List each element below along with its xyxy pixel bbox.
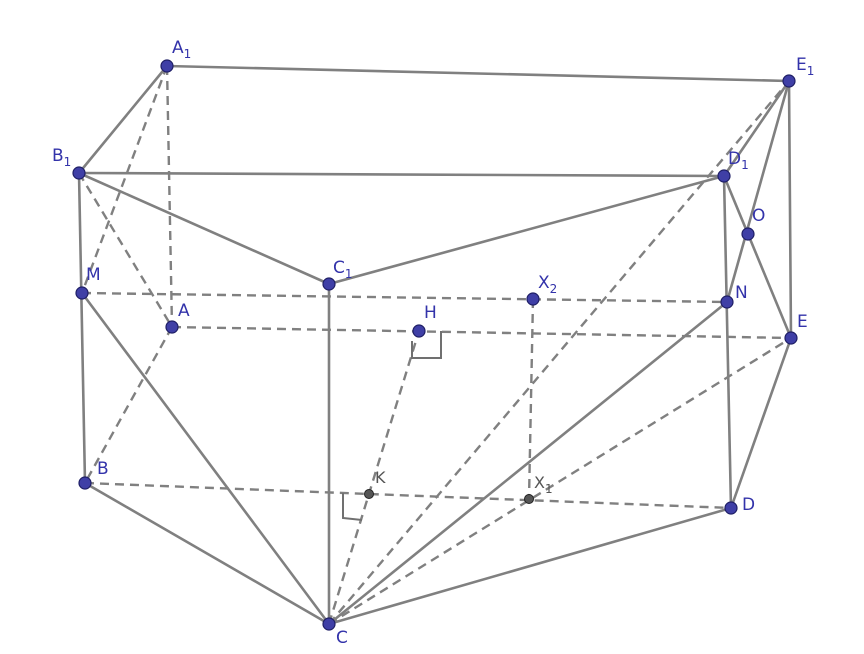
- right-angle-marks: [342, 331, 442, 521]
- edge-A-E: [171, 325, 792, 340]
- label-B1: B1: [52, 146, 71, 169]
- label-E: E: [797, 312, 808, 332]
- edge-A1-E1: [165, 64, 791, 83]
- edge-B1-D1: [77, 171, 726, 178]
- visible-edges: [77, 64, 793, 626]
- label-D1: D1: [728, 149, 749, 172]
- edge-C-E: [328, 336, 792, 626]
- point-K: [364, 489, 374, 499]
- point-D1: [717, 169, 731, 183]
- point-H: [412, 324, 426, 338]
- edge-C-E1: [328, 80, 790, 625]
- point-O: [741, 227, 755, 241]
- point-E: [784, 331, 798, 345]
- edge-B1-C1: [77, 171, 331, 286]
- edge-B-C: [83, 481, 331, 626]
- edge-A1-B1: [77, 64, 169, 175]
- label-C: C: [336, 628, 348, 648]
- edge-M-N: [81, 291, 728, 304]
- edge-X2-X1: [527, 298, 535, 500]
- point-B: [78, 476, 92, 490]
- label-O: O: [752, 206, 765, 226]
- edge-A1-A: [165, 65, 174, 328]
- point-B1: [72, 166, 86, 180]
- label-E1: E1: [796, 55, 814, 78]
- edge-C1-D1: [327, 174, 726, 286]
- point-C1: [322, 277, 336, 291]
- point-E1: [782, 74, 796, 88]
- label-X1: X1: [534, 473, 553, 496]
- label-A1: A1: [172, 38, 191, 61]
- edge-D-E: [729, 336, 793, 510]
- edge-D1-E: [722, 174, 793, 340]
- point-A1: [160, 59, 174, 73]
- point-M: [75, 286, 89, 300]
- point-D: [724, 501, 738, 515]
- points: [72, 59, 798, 631]
- label-C1: C1: [333, 258, 353, 281]
- label-B: B: [97, 459, 109, 479]
- edge-D1-E1: [722, 79, 791, 178]
- edge-B1-A: [77, 172, 174, 328]
- point-X2: [526, 292, 540, 306]
- label-K: K: [375, 468, 386, 487]
- label-A: A: [178, 301, 190, 321]
- label-D: D: [742, 495, 755, 515]
- edge-D1-D: [722, 174, 733, 510]
- label-N: N: [735, 283, 748, 303]
- label-M: M: [86, 265, 101, 285]
- edge-E1-E: [787, 79, 793, 340]
- right-angle-mark-K: [342, 493, 363, 521]
- edge-M-C: [80, 291, 331, 626]
- edge-C-H: [327, 330, 421, 625]
- edge-E1-N: [725, 79, 791, 304]
- point-A: [165, 320, 179, 334]
- edge-C-N: [327, 300, 729, 626]
- edge-C-D: [327, 506, 733, 626]
- edge-A1-M: [80, 65, 169, 294]
- label-H: H: [424, 303, 437, 323]
- hidden-edges: [77, 65, 792, 626]
- edge-B-D: [84, 481, 732, 510]
- edge-B1-B: [77, 171, 87, 485]
- labels: A1 E1 B1 D1 O M C1 X2 N A H E B K X1 D C: [52, 38, 814, 648]
- point-C: [322, 617, 336, 631]
- label-X2: X2: [538, 273, 557, 296]
- right-angle-mark-H: [411, 331, 442, 359]
- point-N: [720, 295, 734, 309]
- point-X1: [524, 494, 534, 504]
